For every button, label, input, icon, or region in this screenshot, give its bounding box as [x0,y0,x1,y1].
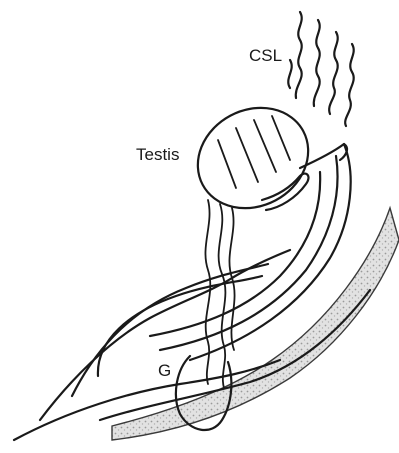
csl-wavy-strands [288,12,353,126]
label-g: G [158,362,171,379]
label-csl: CSL [249,47,282,64]
label-testis: Testis [136,146,179,163]
testis-outline [180,89,326,227]
tortuous-vessels [205,200,234,388]
